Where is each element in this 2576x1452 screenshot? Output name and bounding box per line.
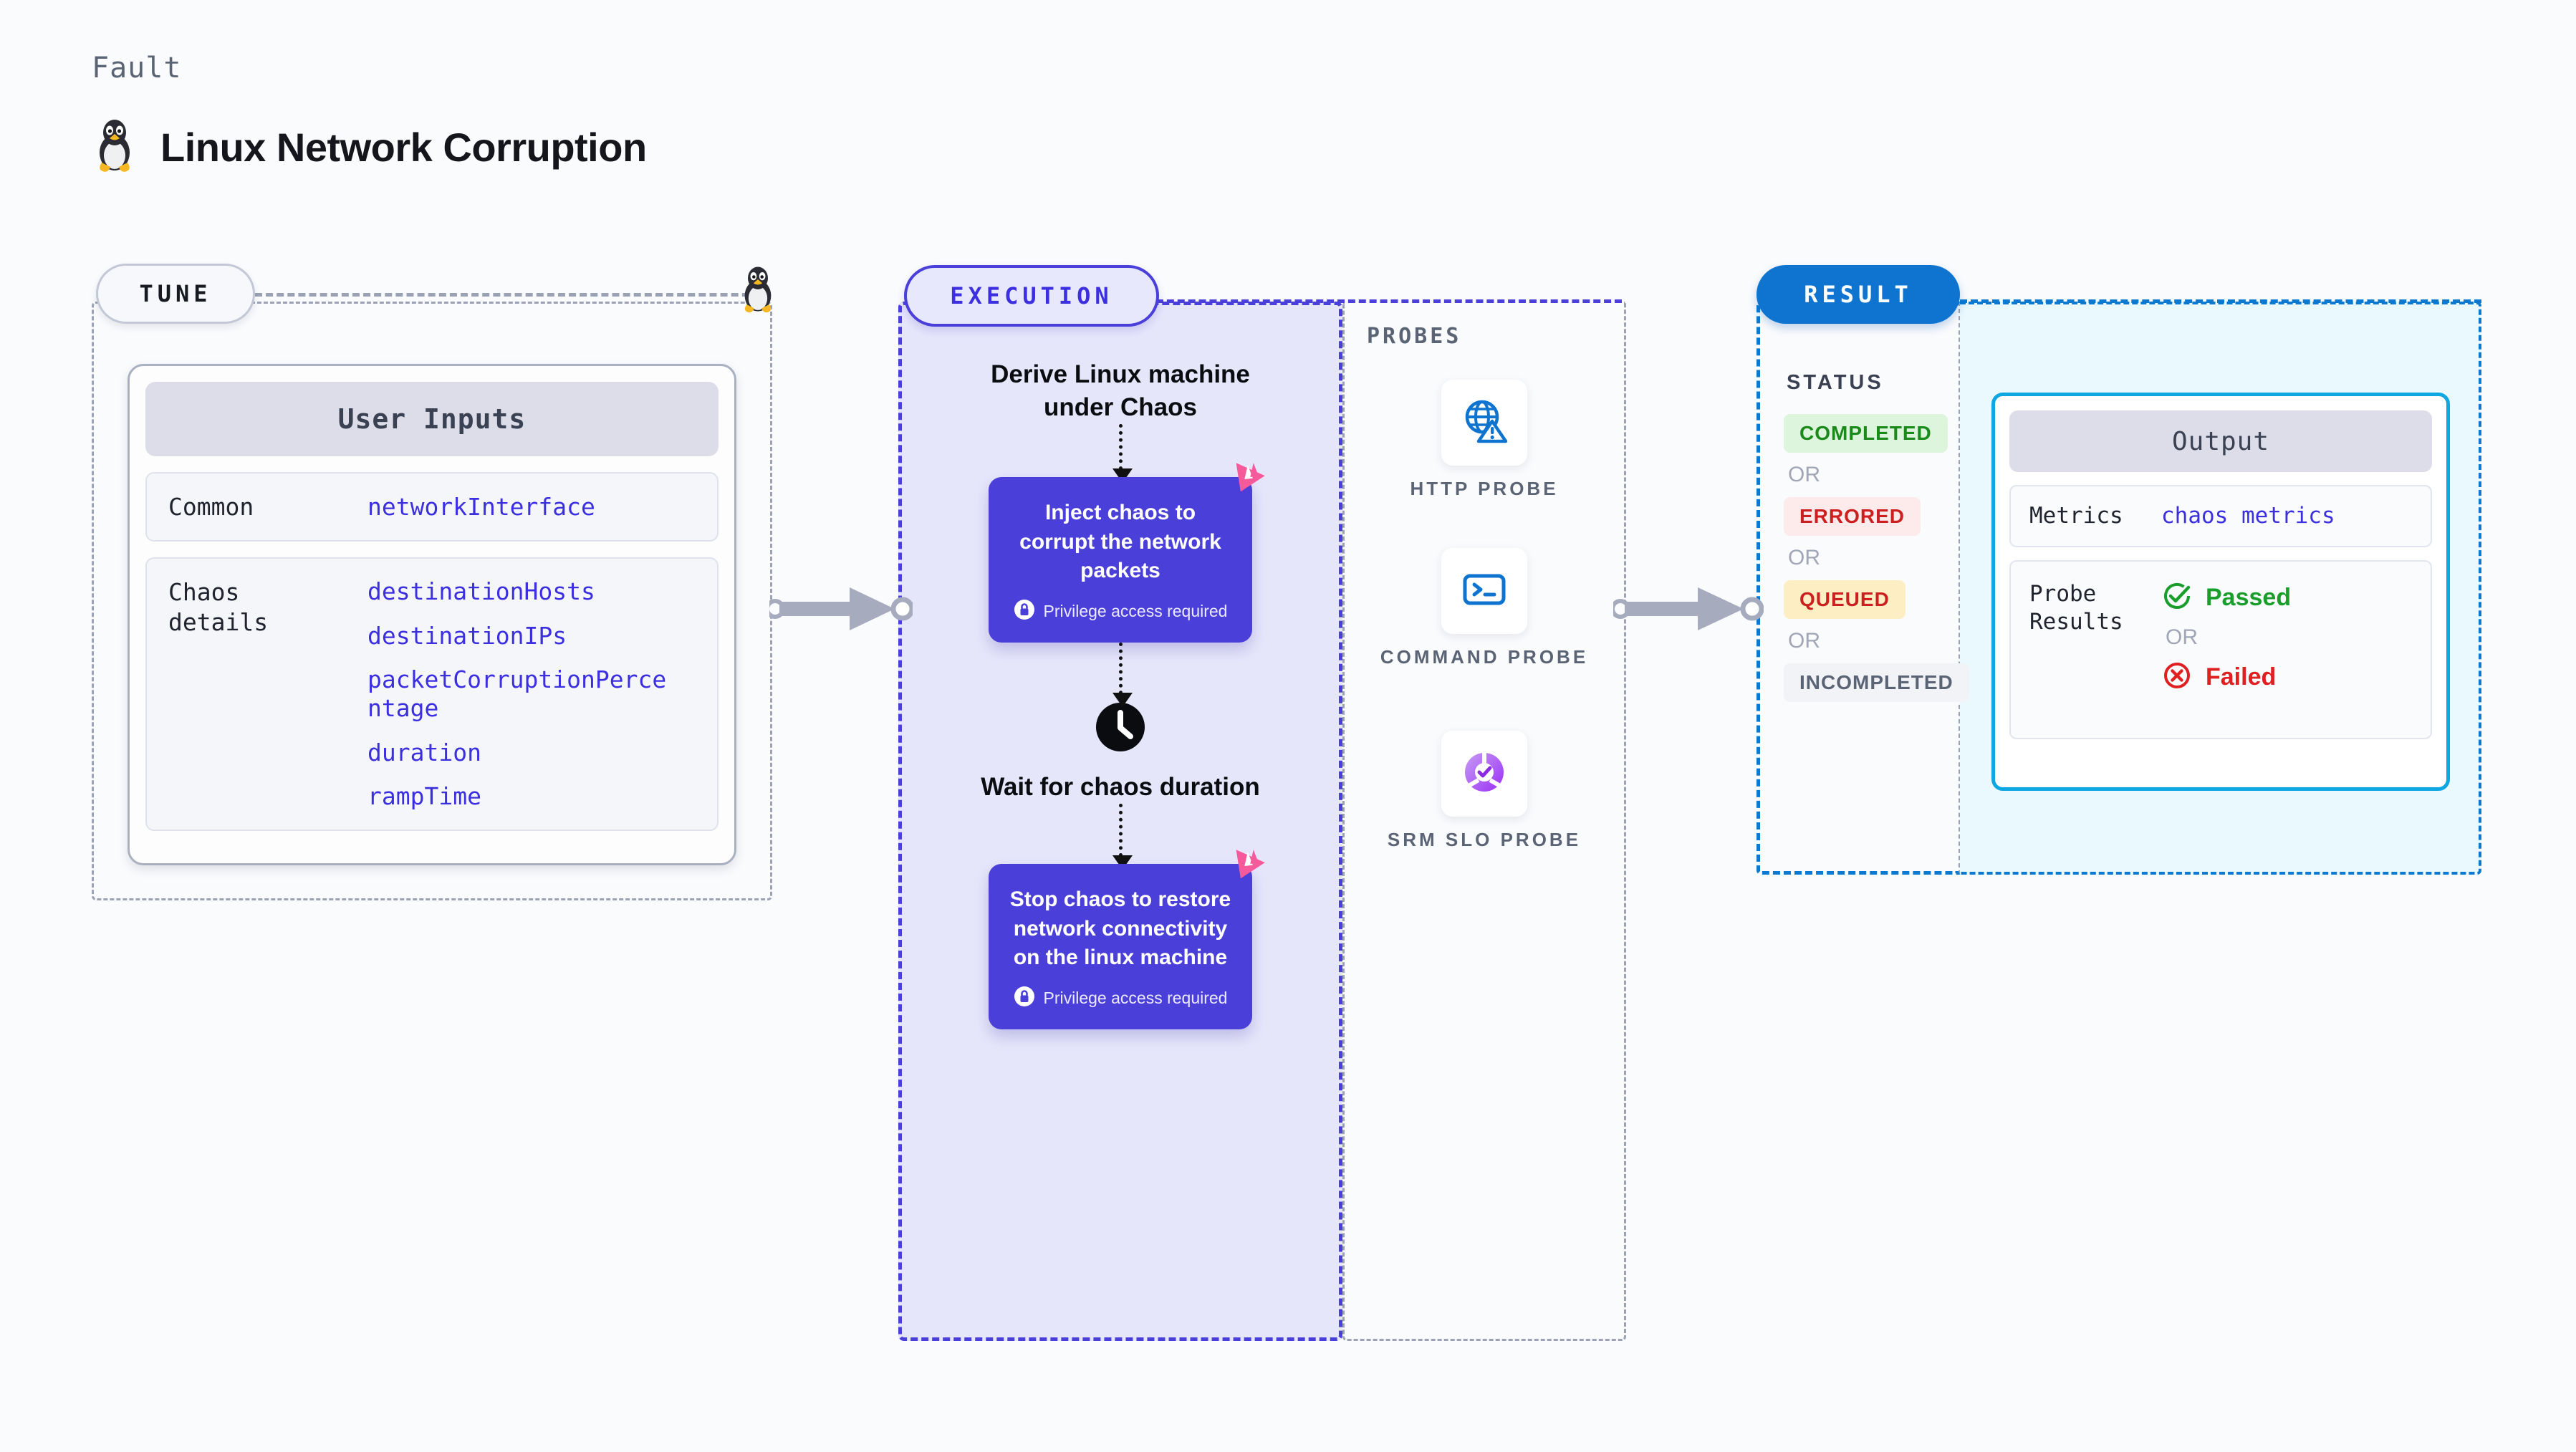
page-title: Linux Network Corruption: [160, 125, 647, 170]
lock-icon: [1014, 986, 1035, 1011]
status-badge-queued: QUEUED: [1784, 580, 1905, 619]
execution-card-label: Inject chaos to corrupt the network pack…: [1019, 501, 1221, 583]
output-card: Output Metrics chaos metrics Probe Resul…: [1991, 393, 2450, 791]
result-dashed-top: [1960, 299, 2481, 303]
status-badge-incompleted: INCOMPLETED: [1784, 663, 1969, 702]
status-badge-completed: COMPLETED: [1784, 414, 1948, 453]
or-separator: OR: [2166, 625, 2198, 649]
flow-arrow-2: [1112, 642, 1133, 707]
tune-value[interactable]: networkInterface: [367, 492, 595, 521]
user-inputs-title: User Inputs: [145, 382, 719, 456]
probe-tile: [1441, 731, 1527, 817]
probe-label: HTTP PROBE: [1410, 478, 1559, 499]
output-key: Metrics: [2029, 503, 2123, 529]
terminal-icon: [1458, 564, 1510, 619]
chaos-flag-icon: [1225, 845, 1268, 889]
execution-step-derive: Derive Linux machine under Chaos: [991, 360, 1250, 422]
fault-kicker: Fault: [92, 52, 182, 85]
probe-tile: [1441, 548, 1527, 634]
probes-label: PROBES: [1367, 324, 1462, 349]
output-section-metrics: Metrics chaos metrics: [2009, 485, 2432, 547]
execution-step-wait-label: Wait for chaos duration: [981, 772, 1260, 801]
execution-card-inject[interactable]: Inject chaos to corrupt the network pack…: [989, 463, 1265, 643]
privilege-note-text: Privilege access required: [1043, 988, 1228, 1007]
result-badge[interactable]: RESULT: [1756, 265, 1960, 324]
user-inputs-card: User Inputs Common networkInterface Chao…: [128, 364, 736, 865]
output-key: Probe Results: [2029, 580, 2123, 635]
output-section-probe-results: Probe Results Passed OR: [2009, 559, 2432, 739]
linux-penguin-icon: [92, 118, 138, 176]
tune-key: Chaos details: [168, 578, 269, 636]
connector-execution-to-result: [1610, 573, 1764, 648]
execution-card-label: Stop chaos to restore network connectivi…: [1009, 888, 1231, 970]
linux-penguin-icon-marker: [738, 265, 778, 317]
x-circle-icon: [2161, 660, 2193, 695]
probe-http[interactable]: HTTP PROBE: [1377, 380, 1592, 501]
output-title: Output: [2009, 410, 2432, 472]
clock-icon: [1095, 701, 1146, 756]
status-badge-errored: ERRORED: [1784, 497, 1921, 536]
probe-label: SRM SLO PROBE: [1387, 829, 1582, 850]
tune-key: Common: [168, 493, 254, 521]
probe-result-list: Passed OR Failed: [2161, 580, 2291, 695]
tune-badge[interactable]: TUNE: [96, 264, 255, 324]
probe-command[interactable]: COMMAND PROBE: [1377, 548, 1592, 670]
tune-value[interactable]: destinationHosts: [367, 577, 595, 606]
privilege-note-text: Privilege access required: [1043, 601, 1228, 620]
tune-value[interactable]: rampTime: [367, 782, 481, 811]
tune-value[interactable]: packetCorruptionPercentage: [367, 665, 667, 723]
probes-panel: [1342, 302, 1626, 1341]
execution-step-wait: Wait for chaos duration: [981, 701, 1260, 804]
page-title-row: Linux Network Corruption: [92, 118, 647, 176]
tune-section-chaos-details: Chaos details destinationHosts destinati…: [145, 557, 719, 831]
tune-section-common: Common networkInterface: [145, 472, 719, 542]
or-separator: OR: [1788, 463, 1820, 486]
flow-arrow-3: [1112, 804, 1133, 870]
connector-tune-to-execution: [765, 573, 915, 648]
output-value[interactable]: chaos metrics: [2161, 503, 2335, 529]
lock-icon: [1014, 599, 1035, 624]
status-label: STATUS: [1787, 371, 1884, 394]
tune-value[interactable]: destinationIPs: [367, 621, 567, 650]
privilege-note: Privilege access required: [1014, 599, 1228, 624]
execution-badge[interactable]: EXECUTION: [904, 265, 1159, 327]
globe-warning-icon: [1458, 395, 1510, 451]
probe-tile: [1441, 380, 1527, 466]
probe-result-failed: Failed: [2161, 660, 2291, 695]
status-list: COMPLETED OR ERRORED OR QUEUED OR INCOMP…: [1784, 414, 1969, 702]
execution-dashed-top: [1156, 299, 1622, 303]
probe-result-passed: Passed: [2161, 580, 2291, 615]
execution-flow: Derive Linux machine under Chaos Inject …: [898, 358, 1342, 1029]
or-separator: OR: [1788, 629, 1820, 653]
tune-dashed-connector: [255, 293, 771, 297]
tune-values: networkInterface: [367, 493, 595, 521]
tune-values: destinationHosts destinationIPs packetCo…: [367, 577, 676, 811]
or-separator: OR: [1788, 546, 1820, 569]
probe-result-failed-label: Failed: [2206, 663, 2277, 691]
tune-value[interactable]: duration: [367, 738, 481, 766]
probe-label: COMMAND PROBE: [1380, 646, 1589, 668]
check-circle-icon: [2161, 580, 2193, 615]
probe-result-passed-label: Passed: [2206, 583, 2292, 611]
chaos-flag-icon: [1225, 458, 1268, 502]
probe-srm-slo[interactable]: SRM SLO PROBE: [1377, 731, 1592, 852]
execution-card-stop[interactable]: Stop chaos to restore network connectivi…: [989, 850, 1265, 1029]
flow-arrow-1: [1112, 424, 1133, 484]
slo-donut-check-icon: [1458, 746, 1510, 802]
privilege-note: Privilege access required: [1014, 986, 1228, 1011]
